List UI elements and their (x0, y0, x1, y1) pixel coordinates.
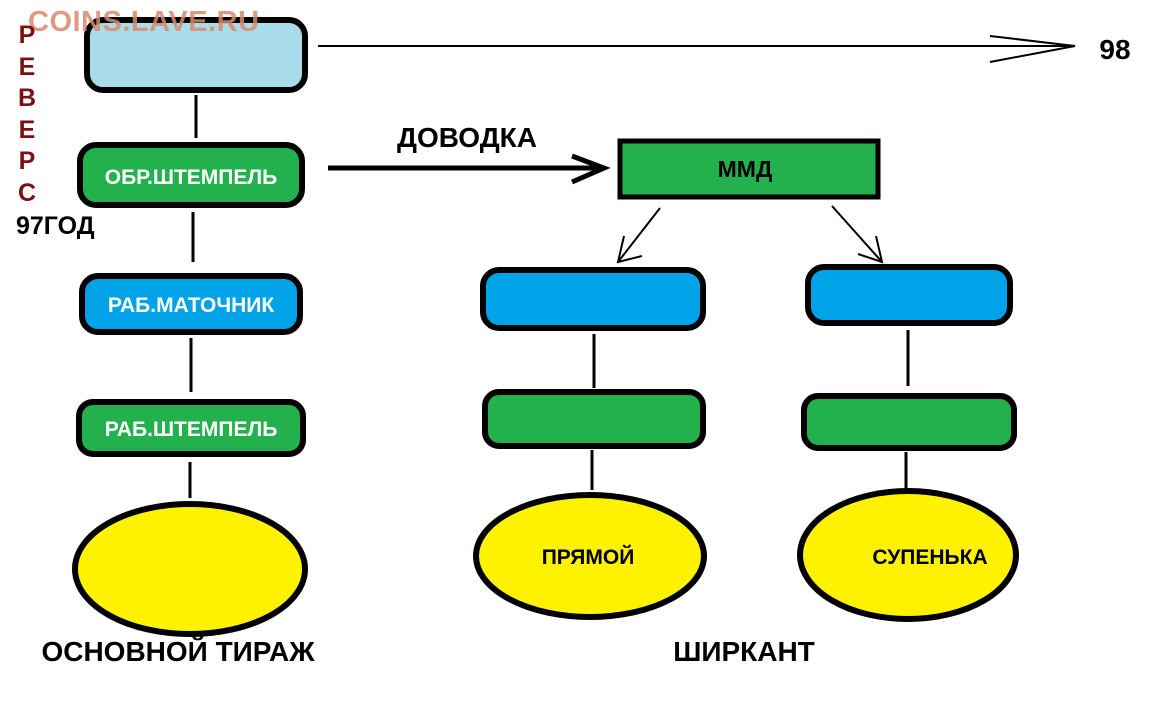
branch-arrow-left-head (616, 235, 643, 264)
rab-shtempel-box (76, 399, 306, 457)
supenka-ellipse (797, 488, 1019, 622)
side-letter: Е (18, 52, 36, 81)
left-branch-green-box (482, 389, 706, 449)
obr-shtempel-label: ОБР.ШТЕМПЕЛЬ (105, 166, 277, 189)
side-letter: С (17, 178, 37, 207)
branch-arrow-left (617, 207, 661, 263)
top-box (84, 17, 308, 93)
arrow-head (989, 35, 1076, 63)
dovodka-arrow-head (570, 153, 611, 185)
pryamoy-label: ПРЯМОЙ (542, 545, 635, 569)
branch-arrow-right-head (857, 235, 884, 264)
main-issue-ellipse (72, 501, 308, 637)
left-branch-blue-box (480, 267, 706, 331)
right-branch-green-box (801, 393, 1017, 451)
year-label: 97ГОД (16, 212, 95, 240)
rab-shtempel-label: РАБ.ШТЕМПЕЛЬ (105, 418, 278, 441)
shirkant-caption: ШИРКАНТ (673, 636, 815, 667)
dovodka-label: ДОВОДКА (397, 122, 537, 153)
mmd-label: ММД (718, 156, 773, 182)
side-letter: Р (18, 21, 36, 49)
side-letter: В (17, 84, 37, 112)
main-issue-caption: ОСНОВНОЙ ТИРАЖ (41, 635, 315, 667)
side-letter: Р (18, 147, 36, 175)
mmd-box (617, 138, 881, 200)
pryamoy-ellipse (473, 492, 707, 620)
watermark: COINS.LAVE.RU (28, 6, 260, 38)
branch-arrow-right (831, 205, 883, 263)
side-letter: Е (18, 115, 36, 144)
rab-matochnik-box (79, 273, 303, 335)
obr-shtempel-box (77, 142, 305, 208)
right-branch-blue-box (805, 264, 1013, 326)
supenka-label: СУПЕНЬКА (872, 546, 987, 569)
side-label-revers: Р Е В Е Р С (16, 20, 38, 209)
label-98: 98 (1099, 34, 1130, 65)
rab-matochnik-label: РАБ.МАТОЧНИК (108, 294, 275, 317)
